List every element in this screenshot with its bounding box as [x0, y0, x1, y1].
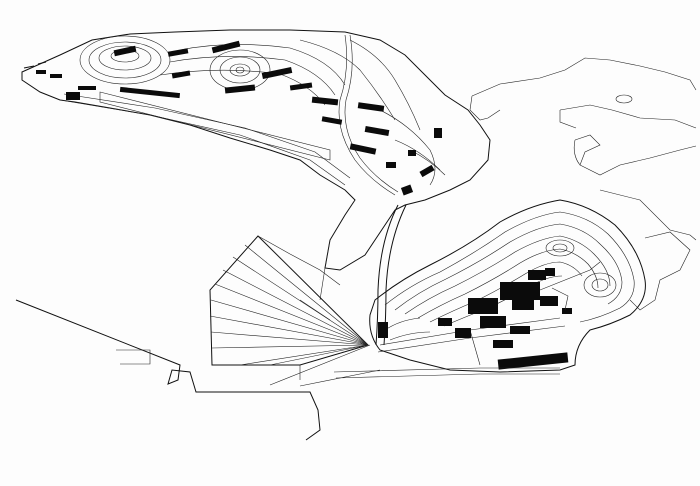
island-buildings	[378, 268, 572, 370]
causeway	[319, 204, 407, 346]
radial-fan	[209, 235, 371, 386]
breakwater	[15, 299, 560, 441]
eastern-coastline	[469, 57, 697, 311]
upper-peninsula	[21, 29, 491, 271]
southern-island	[369, 199, 646, 373]
island-contours	[384, 211, 635, 341]
upper-buildings	[36, 40, 442, 196]
hatched-quay	[99, 91, 331, 161]
